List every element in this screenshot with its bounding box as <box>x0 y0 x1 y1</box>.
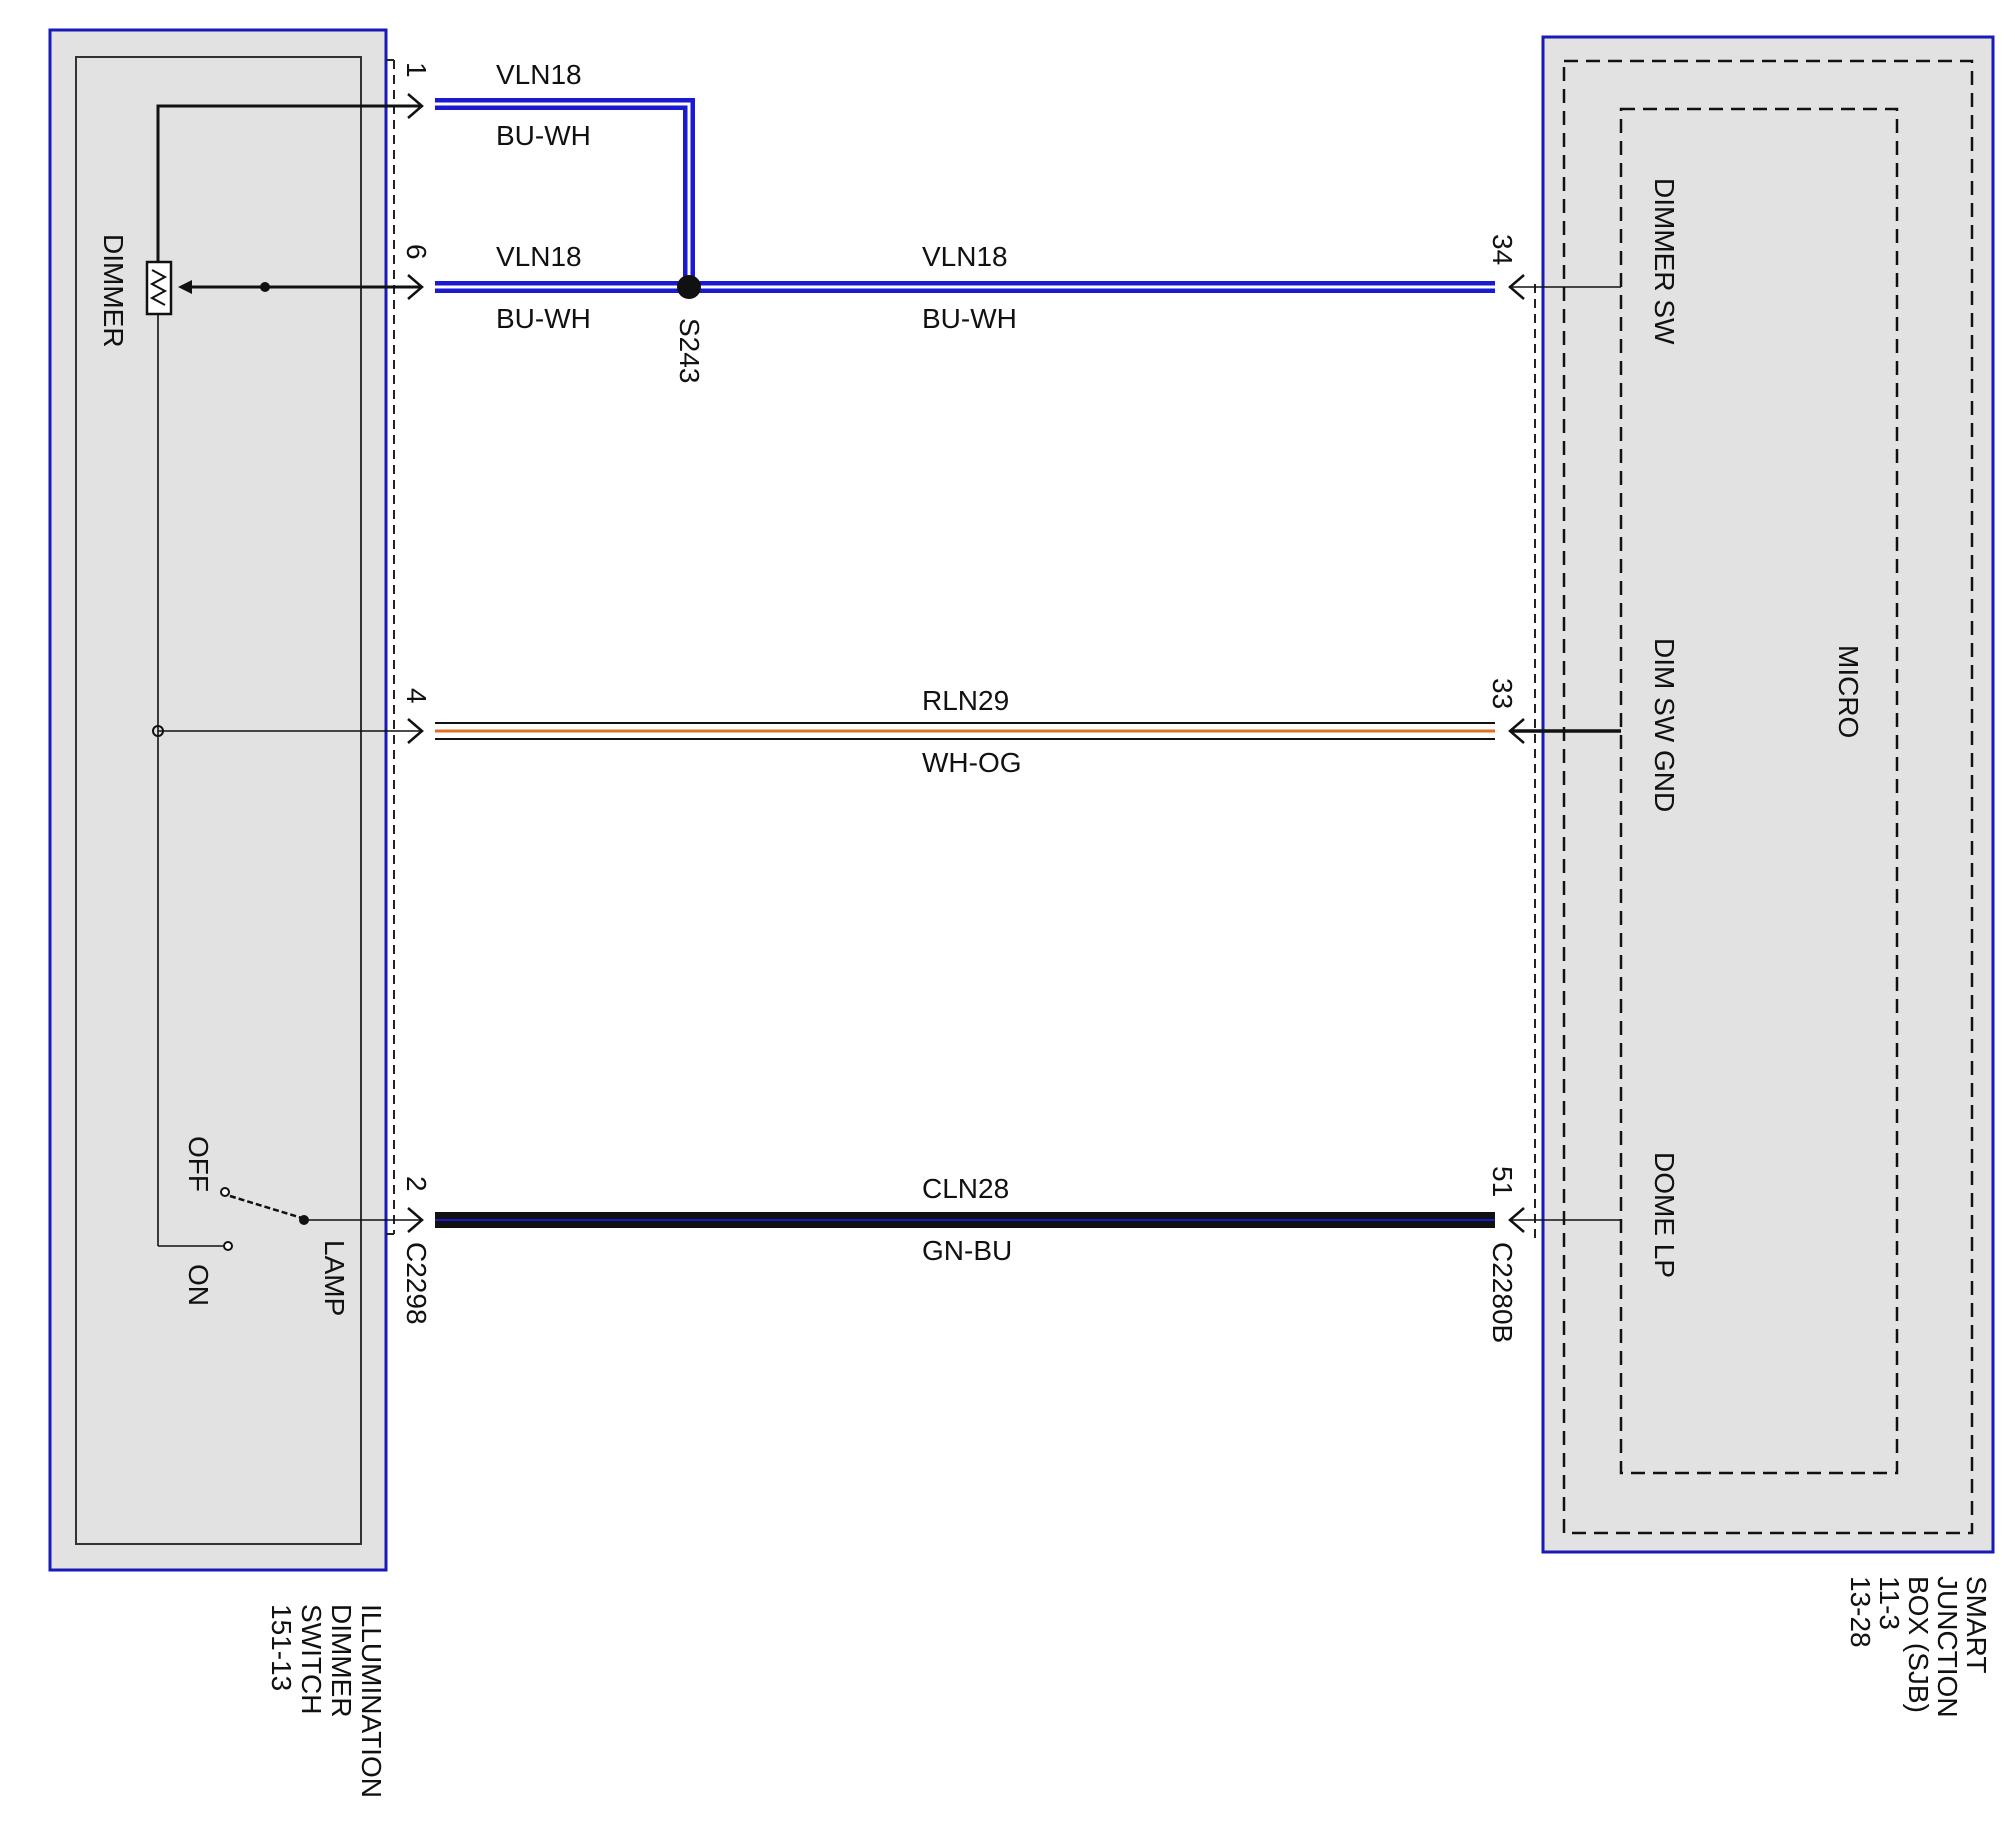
sjb-dashed-outline <box>1562 59 1974 1535</box>
wire-dot <box>260 282 270 292</box>
right-name-line-3: BOX (SJB) <box>1903 1576 1934 1713</box>
pin-2-number: 2 <box>401 1176 432 1192</box>
pin6-connector-icon <box>407 274 424 300</box>
switch-off-contact <box>220 1187 230 1197</box>
splice-s243-node <box>677 275 701 299</box>
left-name-line-2: DIMMER <box>326 1604 357 1718</box>
switch-on-contact <box>223 1241 233 1251</box>
micro-dashed-outline <box>1619 107 1899 1475</box>
dimmer-label: DIMMER <box>98 234 129 348</box>
right-name-line-5: 13-28 <box>1845 1576 1876 1648</box>
splice-s243-label: S243 <box>674 318 705 383</box>
pin1-connector-icon <box>407 93 424 119</box>
right-component-title: SMART JUNCTION BOX (SJB) 11-3 13-28 <box>1845 1576 1992 1718</box>
pin33-connector-icon <box>1508 718 1525 744</box>
wire-dome-color-code: GN-BU <box>922 1235 1012 1266</box>
left-component-title: ILLUMINATION DIMMER SWITCH 151-13 <box>266 1604 387 1798</box>
right-component-frame <box>1541 35 1995 1554</box>
wire-pin4-to-pin33 <box>435 722 1495 740</box>
pin-34-number: 34 <box>1487 234 1518 265</box>
connector-c2280b-label: C2280B <box>1487 1242 1518 1343</box>
wire-pin1-to-splice <box>435 98 695 284</box>
right-name-line-4: 11-3 <box>1874 1576 1905 1630</box>
micro-label: MICRO <box>1833 645 1864 738</box>
wire-dome-circuit: CLN28 <box>922 1173 1009 1204</box>
pin2-connector-icon <box>407 1207 424 1233</box>
wire-pin1-circuit: VLN18 <box>496 59 582 90</box>
wire-pin1-stripe <box>435 102 691 284</box>
pin-51-number: 51 <box>1487 1166 1518 1197</box>
wire-main-circuit: VLN18 <box>922 241 1008 272</box>
connector-c2298-label: C2298 <box>401 1242 432 1325</box>
wire-pin6-color-code: BU-WH <box>496 303 591 334</box>
wire-pin6-circuit: VLN18 <box>496 241 582 272</box>
left-name-line-1: ILLUMINATION <box>356 1604 387 1798</box>
wire-main-color-code: BU-WH <box>922 303 1017 334</box>
dim-sw-gnd-label: DIM SW GND <box>1649 638 1680 812</box>
smart-junction-box: DIMMER SW DIM SW GND DOME LP MICRO 34 33… <box>1487 35 1995 1718</box>
dome-lp-label: DOME LP <box>1649 1152 1680 1278</box>
right-name-line-2: JUNCTION <box>1932 1576 1963 1718</box>
dimmer-sw-label: DIMMER SW <box>1649 178 1680 345</box>
pin-6-number: 6 <box>401 244 432 260</box>
pin1-internal-wire <box>156 104 420 262</box>
pin51-connector-icon <box>1508 1207 1525 1233</box>
wiper-arrow-icon <box>178 280 192 294</box>
pin4-connector-icon <box>407 718 424 744</box>
switch-off-label: OFF <box>183 1136 214 1192</box>
pin34-connector-icon <box>1508 274 1525 300</box>
left-name-line-4: 151-13 <box>266 1604 297 1691</box>
left-inner-frame <box>75 56 362 1545</box>
right-name-line-1: SMART <box>1961 1576 1992 1674</box>
wire-gnd-color-code: WH-OG <box>922 747 1022 778</box>
pin-4-number: 4 <box>401 688 432 704</box>
lamp-switch-blade <box>229 1194 303 1220</box>
switch-on-label: ON <box>183 1264 214 1306</box>
lamp-label: LAMP <box>319 1240 350 1316</box>
wire-pin1-color-code: BU-WH <box>496 120 591 151</box>
rheostat-zigzag <box>149 269 168 306</box>
pin-1-number: 1 <box>401 62 432 78</box>
wire-gnd-circuit: RLN29 <box>922 685 1009 716</box>
illumination-dimmer-switch: DIMMER OFF ON LAMP 1 6 4 2 C2298 ILLUMIN… <box>48 28 432 1798</box>
pin-33-number: 33 <box>1487 678 1518 709</box>
junction-dot <box>152 725 164 737</box>
left-name-line-3: SWITCH <box>296 1604 327 1714</box>
